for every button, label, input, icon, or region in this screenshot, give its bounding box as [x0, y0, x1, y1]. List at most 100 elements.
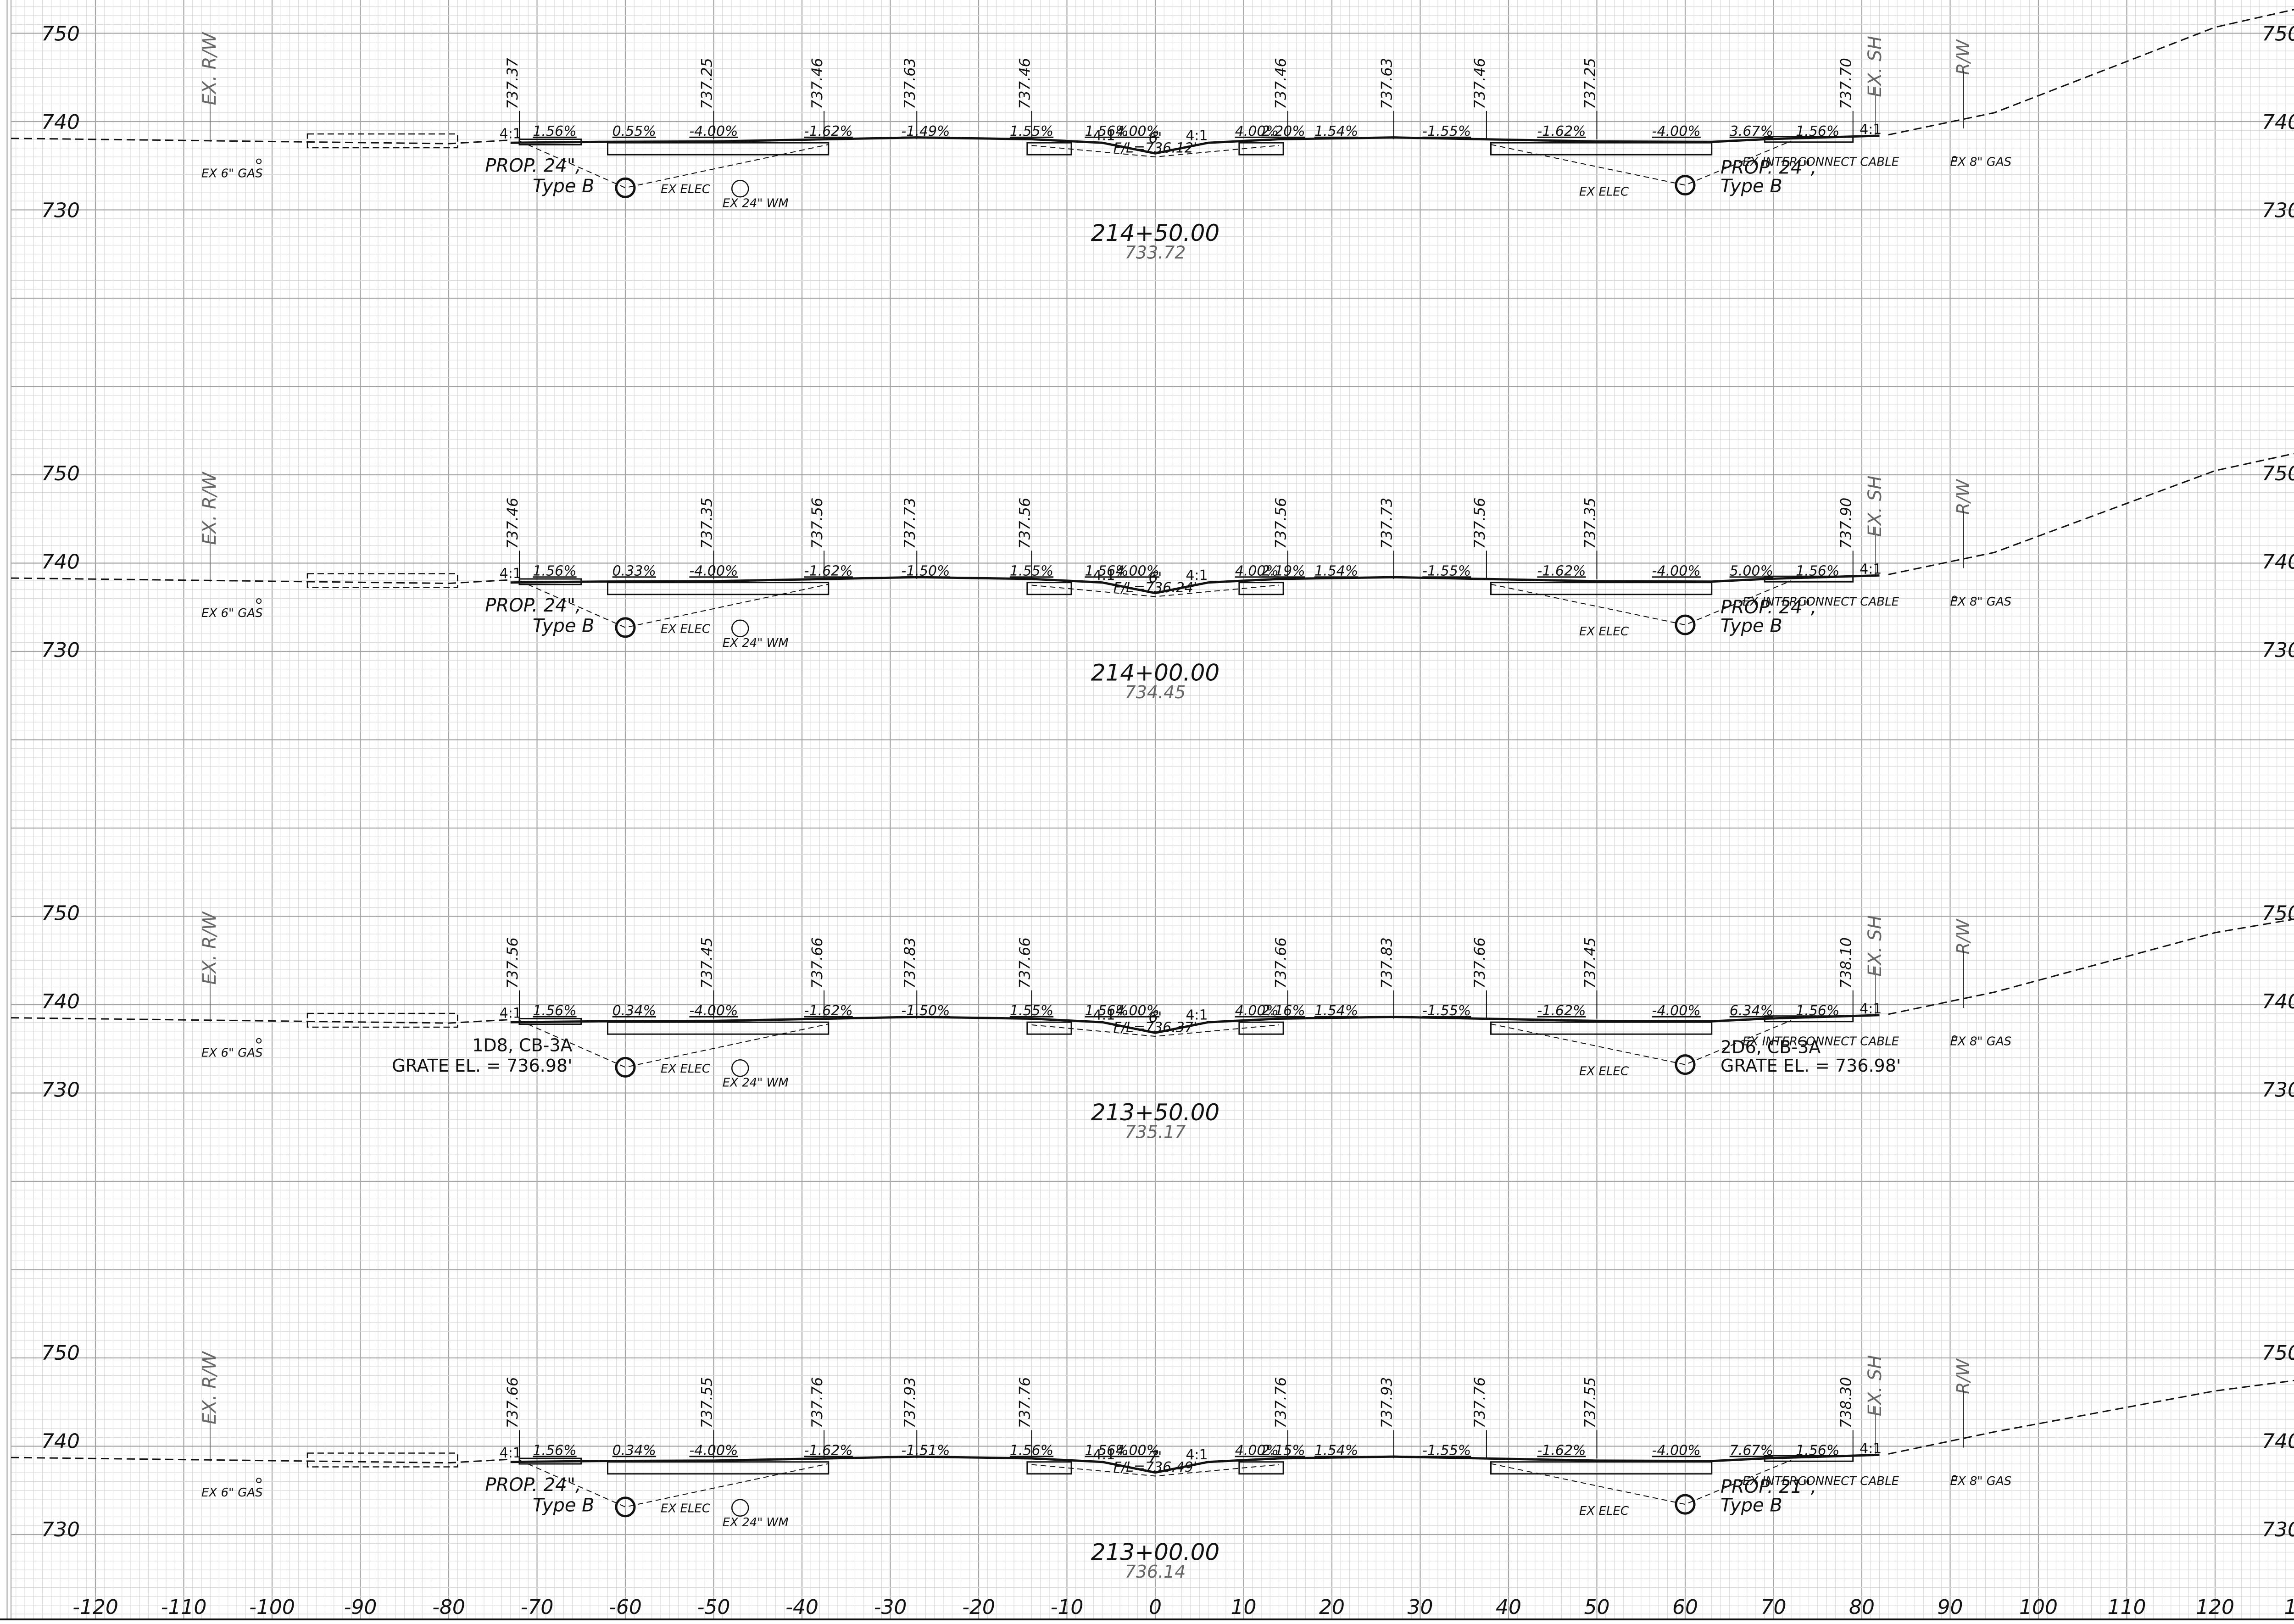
slope-label: -1.55%: [1422, 1442, 1471, 1458]
existing-pavement-box: [306, 1452, 458, 1468]
elevation-label: 750: [2262, 902, 2294, 925]
offset-tick-label: 90: [1938, 1596, 1963, 1619]
right-structure-label: Type B: [1720, 176, 1782, 197]
spot-elevation: 737.63: [901, 58, 919, 109]
offset-tick-label: -110: [161, 1596, 207, 1619]
slope-label: -1.62%: [1537, 1442, 1586, 1458]
existing-ground-left: [11, 1017, 511, 1024]
pavement-block: [607, 1021, 830, 1035]
spot-elevation: 737.45: [698, 937, 716, 989]
flowline-label: F/L=736.37': [1114, 1019, 1197, 1035]
slope-label: 2.16%: [1261, 1003, 1305, 1019]
offset-tick-label: 50: [1584, 1596, 1610, 1619]
slope-label: -1.55%: [1422, 1003, 1471, 1019]
pavement-block: [1490, 582, 1713, 595]
ditch-width-label: 7': [1148, 1448, 1162, 1466]
gas-line-symbol: [256, 598, 262, 604]
pipe-symbol: [615, 617, 636, 638]
side-slope-label: 4:1: [1860, 561, 1882, 577]
slope-label: 0.34%: [612, 1442, 656, 1458]
utility-label: EX 24" WM: [723, 1076, 789, 1090]
pavement-block: [1490, 1021, 1713, 1035]
side-slope-label: 4:1: [1093, 1447, 1115, 1463]
station-label: 213+00.00: [1091, 1539, 1219, 1565]
spot-elevation: 737.45: [1581, 937, 1599, 989]
pavement-block: [1238, 582, 1284, 595]
spot-elevation: 737.46: [504, 498, 521, 549]
pavement-block: [607, 582, 830, 595]
proposed-profile: [510, 1014, 1880, 1034]
utility-label: EX ELEC: [1579, 625, 1629, 639]
slope-label: 1.56%: [533, 1442, 576, 1458]
offset-tick-label: 130: [2284, 1596, 2294, 1619]
elevation-label: 730: [2262, 639, 2294, 662]
slope-label: -4.00%: [689, 1003, 738, 1019]
utility-label: EX 8" GAS: [1950, 1034, 2012, 1048]
offset-tick-label: -50: [697, 1596, 730, 1619]
slope-label: 4.00%: [1116, 563, 1159, 579]
spot-elevation: 737.83: [901, 937, 919, 989]
left-structure-label: Type B: [533, 1495, 595, 1516]
spot-elevation: 737.46: [1272, 58, 1290, 109]
spot-elevation: 737.66: [808, 937, 826, 989]
flowline-label: F/L=736.49': [1114, 1459, 1197, 1475]
pavement-block: [1490, 142, 1713, 156]
side-slope-label: 4:1: [1186, 1007, 1208, 1023]
elevation-label: 740: [41, 1430, 80, 1453]
side-slope-label: 4:1: [1860, 122, 1882, 138]
spot-elevation: 737.76: [808, 1377, 826, 1429]
offset-tick-label: 100: [2019, 1596, 2058, 1619]
pipe-connection: [1491, 1020, 1792, 1065]
spot-elevation: 737.76: [1471, 1377, 1488, 1429]
elevation-label: 730: [2262, 1518, 2294, 1541]
right-structure-label: 2D6, CB-3A: [1720, 1037, 1821, 1057]
slope-label: 1.56%: [1010, 1442, 1053, 1458]
station-elevation: 734.45: [1125, 682, 1186, 702]
slope-label: -1.50%: [901, 563, 950, 579]
gas-line-symbol: [1952, 1475, 1958, 1481]
slope-label: 1.54%: [1314, 1442, 1358, 1458]
offset-tick-label: -120: [72, 1596, 118, 1619]
slope-label: -4.00%: [689, 563, 738, 579]
rw-label: R/W: [1953, 1358, 1973, 1394]
offset-tick-label: -80: [432, 1596, 465, 1619]
spot-elevation: 738.10: [1837, 937, 1855, 989]
spot-elevation: 737.55: [1581, 1377, 1599, 1429]
slope-label: 1.56%: [1085, 123, 1128, 139]
existing-ground-right: [1888, 918, 2294, 1015]
offset-tick-label: 70: [1761, 1596, 1787, 1619]
offset-tick-label: 60: [1672, 1596, 1698, 1619]
utility-label: EX ELEC: [1579, 1504, 1629, 1518]
offset-tick-label: -100: [249, 1596, 295, 1619]
elevation-label: 740: [41, 551, 80, 574]
spot-elevation: 737.56: [1016, 498, 1034, 549]
slope-label: 0.55%: [612, 123, 656, 139]
pavement-block: [1238, 142, 1284, 156]
offset-tick-label: -90: [344, 1596, 377, 1619]
spot-elevation: 737.90: [1837, 498, 1855, 549]
utility-label: EX 6" GAS: [201, 167, 263, 180]
offset-tick-label: -70: [521, 1596, 554, 1619]
utility-label: EX INTERCONNECT CABLE: [1743, 1034, 1899, 1048]
side-slope-label: 4:1: [1093, 567, 1115, 584]
cross-section: 750750740740730730EX. R/WEX. SHR/W737.46…: [11, 453, 2294, 702]
spot-elevation: 737.25: [1581, 58, 1599, 109]
side-slope-label: 4:1: [1186, 1447, 1208, 1463]
elevation-label: 740: [2262, 111, 2294, 134]
existing-ground-left: [11, 138, 511, 145]
elevation-label: 730: [2262, 199, 2294, 222]
elevation-label: 750: [41, 1341, 80, 1365]
pipe-symbol: [1675, 614, 1696, 635]
slope-label: 1.56%: [1085, 563, 1128, 579]
slope-label: 1.55%: [1010, 1003, 1053, 1019]
utility-label: EX INTERCONNECT CABLE: [1743, 155, 1899, 169]
water-main-symbol: [731, 180, 749, 198]
side-slope-label: 4:1: [500, 566, 522, 582]
slope-label: -1.62%: [1537, 563, 1586, 579]
slope-label: 1.56%: [533, 1003, 576, 1019]
left-structure-label: PROP. 24",: [485, 595, 581, 616]
slope-label: -4.00%: [1652, 123, 1701, 139]
offset-tick-label: -10: [1051, 1596, 1084, 1619]
spot-elevation: 737.66: [1016, 937, 1034, 989]
